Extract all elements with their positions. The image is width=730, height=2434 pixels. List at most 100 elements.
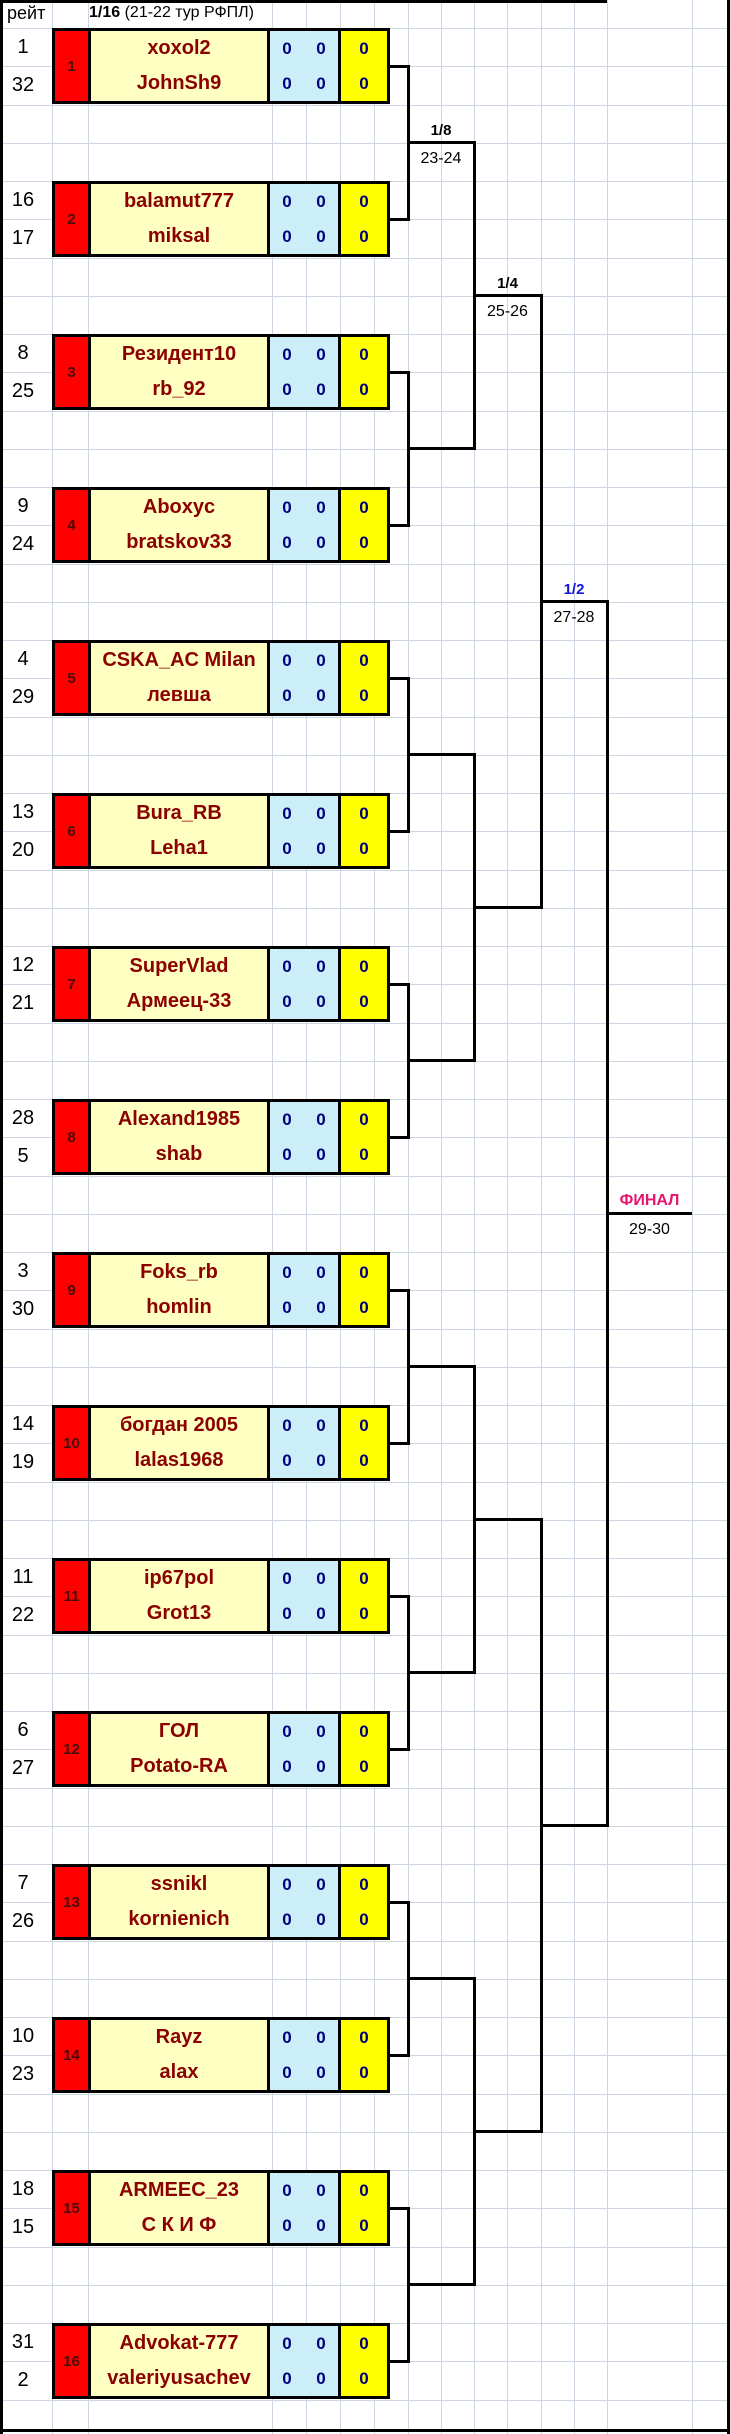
sheet-border-bottom <box>0 2429 730 2432</box>
player-name: Foks_rb <box>140 1261 218 1283</box>
bracket-line <box>408 753 474 756</box>
score-value: 0 <box>282 2215 292 2235</box>
score-value: 0 <box>316 73 326 93</box>
total-score-cell: 0 0 <box>341 2326 387 2396</box>
score-value: 0 <box>282 2368 292 2388</box>
bracket-line <box>388 1288 408 1292</box>
score-value: 0 <box>316 956 326 976</box>
player-name: ssnikl <box>150 1873 208 1895</box>
match-number: 14 <box>55 2020 91 2090</box>
seed-number: 24 <box>11 533 35 555</box>
round-label: ФИНАЛ <box>619 1191 680 1209</box>
match-block: 9 Foks_rb homlin 0 0 0 0 0 0 <box>52 1252 390 1328</box>
match-block: 13 ssnikl kornienich 0 0 0 0 0 0 <box>52 1864 390 1940</box>
seed-number: 13 <box>11 801 35 823</box>
game-scores-cell: 0 0 0 0 <box>270 2173 341 2243</box>
game-scores-cell: 0 0 0 0 <box>270 490 341 560</box>
bracket-line <box>474 2130 541 2133</box>
score-value: 0 <box>316 1721 326 1741</box>
player-name: Leha1 <box>150 837 208 859</box>
total-score-cell: 0 0 <box>341 1561 387 1631</box>
total-score-value: 0 <box>359 1756 369 1776</box>
game-scores-cell: 0 0 0 0 <box>270 1102 341 1172</box>
bracket-line <box>388 370 408 374</box>
bracket-line <box>408 1059 474 1062</box>
total-score-value: 0 <box>359 1415 369 1435</box>
score-value: 0 <box>316 1297 326 1317</box>
game-scores-cell: 0 0 0 0 <box>270 1867 341 1937</box>
seed-number: 14 <box>11 1413 35 1435</box>
match-row: 31 2 16 Advokat-777 valeriyusachev 0 0 0… <box>0 2323 390 2399</box>
bracket-line <box>541 600 607 603</box>
total-score-cell: 0 0 <box>341 2020 387 2090</box>
player-name: SuperVlad <box>129 955 229 977</box>
player-names-cell: Bura_RB Leha1 <box>91 796 270 866</box>
player-names-cell: Резидент10 rb_92 <box>91 337 270 407</box>
score-value: 0 <box>282 685 292 705</box>
match-block: 6 Bura_RB Leha1 0 0 0 0 0 0 <box>52 793 390 869</box>
bracket-line <box>388 523 408 527</box>
total-score-value: 0 <box>359 1568 369 1588</box>
total-score-value: 0 <box>359 38 369 58</box>
sheet-border-top <box>0 0 607 3</box>
game-scores-cell: 0 0 0 0 <box>270 1408 341 1478</box>
total-score-value: 0 <box>359 379 369 399</box>
seed-number: 10 <box>11 2025 35 2047</box>
score-value: 0 <box>316 803 326 823</box>
player-names-cell: ГОЛ Potato-RA <box>91 1714 270 1784</box>
player-names-cell: Foks_rb homlin <box>91 1255 270 1325</box>
match-block: 4 Aboxyc bratskov33 0 0 0 0 0 0 <box>52 487 390 563</box>
bracket-line <box>474 294 541 297</box>
total-score-cell: 0 0 <box>341 490 387 560</box>
match-row: 11 22 11 ip67pol Grot13 0 0 0 0 0 0 <box>0 1558 390 1634</box>
match-block: 16 Advokat-777 valeriyusachev 0 0 0 0 0 … <box>52 2323 390 2399</box>
seed-number: 5 <box>17 1145 29 1167</box>
match-number: 2 <box>55 184 91 254</box>
game-scores-cell: 0 0 0 0 <box>270 1255 341 1325</box>
total-score-cell: 0 0 <box>341 1408 387 1478</box>
bracket-line <box>388 2053 408 2057</box>
match-number: 1 <box>55 31 91 101</box>
round-tours: 23-24 <box>420 149 462 167</box>
match-row: 1 32 1 xoxol2 JohnSh9 0 0 0 0 0 0 <box>0 28 390 104</box>
bracket-line <box>607 1212 692 1215</box>
total-score-value: 0 <box>359 226 369 246</box>
player-names-cell: xoxol2 JohnSh9 <box>91 31 270 101</box>
score-value: 0 <box>316 1568 326 1588</box>
bracket-line <box>408 141 474 144</box>
score-value: 0 <box>282 1450 292 1470</box>
player-name: alax <box>159 2061 199 2083</box>
total-score-value: 0 <box>359 2180 369 2200</box>
game-scores-cell: 0 0 0 0 <box>270 796 341 866</box>
total-score-value: 0 <box>359 1144 369 1164</box>
bracket-line <box>408 1365 474 1368</box>
score-value: 0 <box>282 1721 292 1741</box>
score-value: 0 <box>282 191 292 211</box>
seed-number: 1 <box>17 36 29 58</box>
seed-number: 12 <box>11 954 35 976</box>
bracket-line <box>541 1824 607 1827</box>
score-value: 0 <box>282 838 292 858</box>
score-value: 0 <box>316 838 326 858</box>
total-score-value: 0 <box>359 1874 369 1894</box>
seed-number: 16 <box>11 189 35 211</box>
score-value: 0 <box>282 2333 292 2353</box>
score-value: 0 <box>316 2062 326 2082</box>
seed-number: 28 <box>11 1107 35 1129</box>
bracket-line <box>408 2283 474 2286</box>
score-value: 0 <box>282 226 292 246</box>
total-score-value: 0 <box>359 1297 369 1317</box>
score-value: 0 <box>316 1603 326 1623</box>
seed-number: 18 <box>11 2178 35 2200</box>
total-score-value: 0 <box>359 1721 369 1741</box>
bracket-line <box>388 1594 408 1598</box>
match-row: 9 24 4 Aboxyc bratskov33 0 0 0 0 0 0 <box>0 487 390 563</box>
seed-number: 31 <box>11 2331 35 2353</box>
round-label: 1/2 <box>563 580 585 598</box>
match-row: 10 23 14 Rayz alax 0 0 0 0 0 0 <box>0 2017 390 2093</box>
seed-number: 29 <box>11 686 35 708</box>
game-scores-cell: 0 0 0 0 <box>270 2020 341 2090</box>
match-number: 7 <box>55 949 91 1019</box>
match-row: 28 5 8 Alexand1985 shab 0 0 0 0 0 0 <box>0 1099 390 1175</box>
